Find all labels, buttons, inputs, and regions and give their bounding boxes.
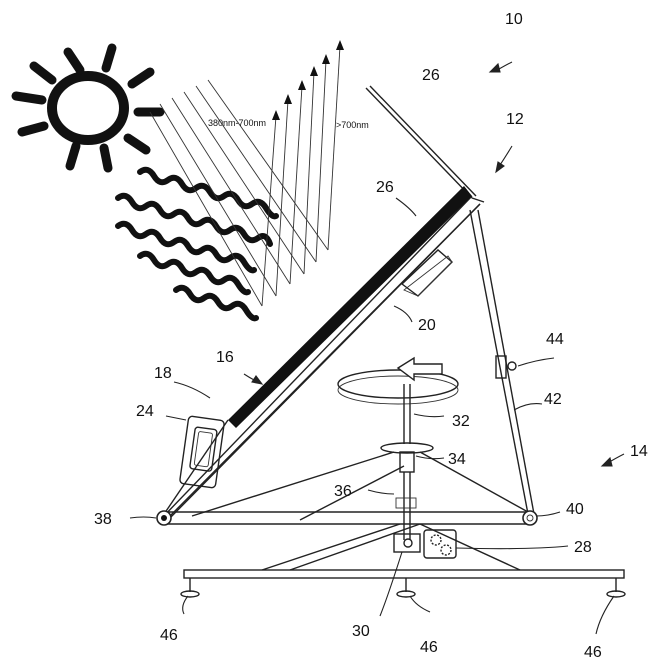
label-38: 38: [94, 511, 112, 528]
label-40: 40: [566, 501, 584, 518]
horizontal-beam: [156, 510, 538, 526]
label-20: 20: [418, 317, 436, 334]
drive-motor: [393, 533, 421, 553]
label-infrared-wavelength: >700nm: [336, 120, 369, 130]
heat-wave-icon: [115, 166, 279, 322]
linear-actuator: [495, 355, 517, 379]
label-46-left: 46: [160, 627, 178, 644]
label-42: 42: [544, 391, 562, 408]
label-26-upper: 26: [422, 67, 440, 84]
lower-frame: [261, 523, 521, 571]
label-14: 14: [630, 443, 648, 460]
label-34: 34: [448, 451, 466, 468]
gear-icon: [423, 529, 457, 559]
label-26-lower: 26: [376, 179, 394, 196]
label-46-right: 46: [584, 644, 602, 659]
label-16: 16: [216, 349, 234, 366]
label-24: 24: [136, 403, 154, 420]
leader-lines: [129, 61, 625, 635]
upper-reflector-panel: [365, 85, 485, 203]
label-36: 36: [334, 483, 352, 500]
label-12: 12: [506, 111, 524, 128]
control-box: [179, 415, 225, 489]
ground-rail: [180, 569, 626, 598]
label-28: 28: [574, 539, 592, 556]
rotation-arrow-icon: [337, 356, 459, 405]
tripod-legs: [191, 451, 529, 521]
label-32: 32: [452, 413, 470, 430]
label-44: 44: [546, 331, 564, 348]
label-10: 10: [505, 11, 523, 28]
label-30: 30: [352, 623, 370, 640]
label-46-middle: 46: [420, 639, 438, 656]
junction-box: [400, 249, 454, 297]
label-visible-wavelength: 380nm-700nm: [208, 118, 266, 128]
sun-icon: [11, 43, 165, 173]
rotation-shaft: [380, 384, 434, 540]
label-18: 18: [154, 365, 172, 382]
light-rays: [149, 40, 344, 307]
